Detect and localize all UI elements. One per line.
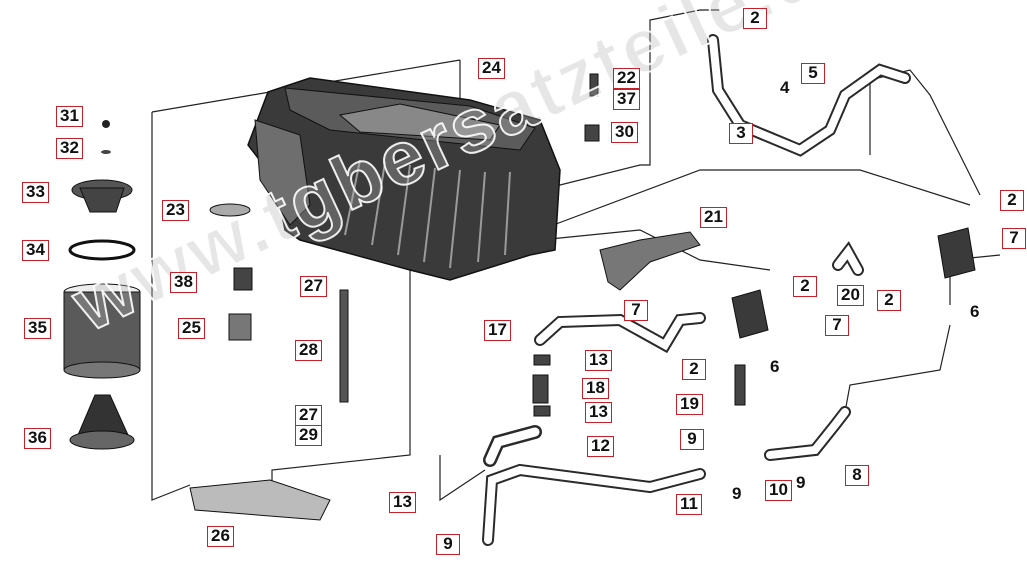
callout-9[interactable]: 9 bbox=[796, 473, 806, 492]
callout-29[interactable]: 29 bbox=[295, 425, 322, 446]
callout-9[interactable]: 9 bbox=[680, 429, 704, 450]
callout-9[interactable]: 9 bbox=[732, 484, 742, 503]
callout-35[interactable]: 35 bbox=[24, 318, 51, 339]
callout-7[interactable]: 7 bbox=[1002, 228, 1026, 249]
bracket-21 bbox=[599, 231, 701, 291]
callout-8[interactable]: 8 bbox=[845, 465, 869, 486]
callout-21[interactable]: 21 bbox=[700, 207, 727, 228]
callout-11[interactable]: 11 bbox=[676, 494, 702, 515]
callout-9[interactable]: 9 bbox=[436, 534, 460, 555]
callout-13[interactable]: 13 bbox=[585, 350, 612, 371]
callout-27[interactable]: 27 bbox=[295, 405, 322, 426]
callout-2[interactable]: 2 bbox=[1000, 190, 1024, 211]
callout-20[interactable]: 20 bbox=[837, 285, 864, 306]
callout-22[interactable]: 22 bbox=[613, 68, 640, 89]
assembly-outline-lines bbox=[151, 9, 1001, 502]
callout-6[interactable]: 6 bbox=[970, 302, 980, 321]
callout-17[interactable]: 17 bbox=[484, 320, 511, 341]
callout-12[interactable]: 12 bbox=[587, 436, 614, 457]
callout-5[interactable]: 5 bbox=[801, 63, 825, 84]
callout-6[interactable]: 6 bbox=[770, 357, 780, 376]
callout-10[interactable]: 10 bbox=[765, 480, 792, 501]
callout-7[interactable]: 7 bbox=[624, 300, 648, 321]
callout-2[interactable]: 2 bbox=[877, 290, 901, 311]
callout-37[interactable]: 37 bbox=[613, 89, 640, 110]
reed-valves bbox=[731, 227, 976, 339]
callout-32[interactable]: 32 bbox=[56, 138, 83, 159]
callout-28[interactable]: 28 bbox=[295, 340, 322, 361]
air-filter-housing bbox=[247, 77, 561, 281]
callout-18[interactable]: 18 bbox=[582, 378, 609, 399]
callout-30[interactable]: 30 bbox=[611, 122, 638, 143]
callout-3[interactable]: 3 bbox=[729, 123, 753, 144]
callout-34[interactable]: 34 bbox=[22, 240, 49, 261]
callout-7[interactable]: 7 bbox=[825, 315, 849, 336]
hoses bbox=[482, 34, 911, 546]
callout-4[interactable]: 4 bbox=[780, 78, 790, 97]
callout-25[interactable]: 25 bbox=[178, 318, 205, 339]
callout-26[interactable]: 26 bbox=[207, 526, 234, 547]
callout-36[interactable]: 36 bbox=[24, 428, 51, 449]
callout-2[interactable]: 2 bbox=[793, 276, 817, 297]
callout-27[interactable]: 27 bbox=[300, 276, 327, 297]
callout-24[interactable]: 24 bbox=[478, 58, 505, 79]
callout-19[interactable]: 19 bbox=[676, 394, 703, 415]
callout-2[interactable]: 2 bbox=[743, 8, 767, 29]
callout-23[interactable]: 23 bbox=[162, 200, 189, 221]
filter-cover-parts bbox=[63, 120, 141, 450]
callout-2[interactable]: 2 bbox=[682, 359, 706, 380]
callout-13[interactable]: 13 bbox=[585, 402, 612, 423]
small-parts bbox=[189, 73, 746, 521]
callout-13[interactable]: 13 bbox=[389, 492, 416, 513]
callout-33[interactable]: 33 bbox=[22, 182, 49, 203]
callout-31[interactable]: 31 bbox=[56, 106, 83, 127]
callout-38[interactable]: 38 bbox=[170, 272, 197, 293]
